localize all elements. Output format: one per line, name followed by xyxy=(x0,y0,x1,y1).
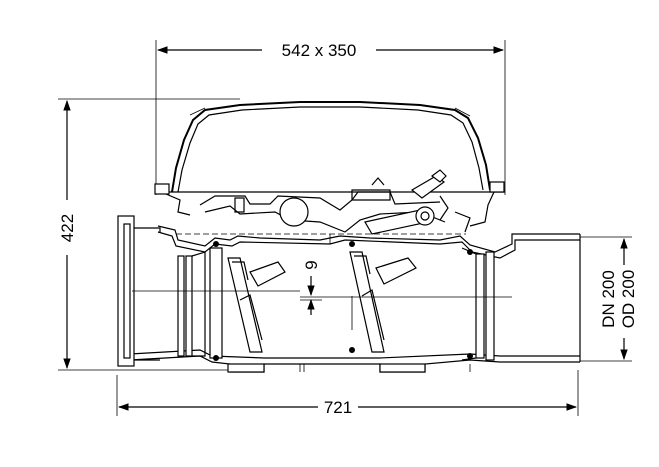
dimension-pipe-diameter: DN 200 OD 200 xyxy=(580,236,638,362)
dimension-top-width-label: 542 x 350 xyxy=(282,41,357,60)
dimension-height-label: 422 xyxy=(58,214,77,242)
dimension-total-length: 721 xyxy=(116,370,579,417)
pipe-od-label: OD 200 xyxy=(619,270,638,329)
float-ball xyxy=(279,197,309,227)
dimension-height: 422 xyxy=(58,98,240,371)
pipe-dn-label: DN 200 xyxy=(599,270,618,328)
inlet-socket-left xyxy=(117,215,223,367)
centerlines xyxy=(132,233,512,330)
dimension-total-length-label: 721 xyxy=(324,398,352,417)
backflow-flap-left xyxy=(227,257,286,353)
dimension-top-width: 542 x 350 xyxy=(155,40,506,195)
cover-hood xyxy=(154,101,505,227)
dimension-offset: 9 xyxy=(300,260,322,315)
dimension-offset-label: 9 xyxy=(302,260,321,269)
housing-body xyxy=(129,225,580,373)
outlet-socket-right xyxy=(461,234,581,362)
inner-mechanism xyxy=(199,169,471,235)
backflow-flap-right xyxy=(349,241,417,353)
